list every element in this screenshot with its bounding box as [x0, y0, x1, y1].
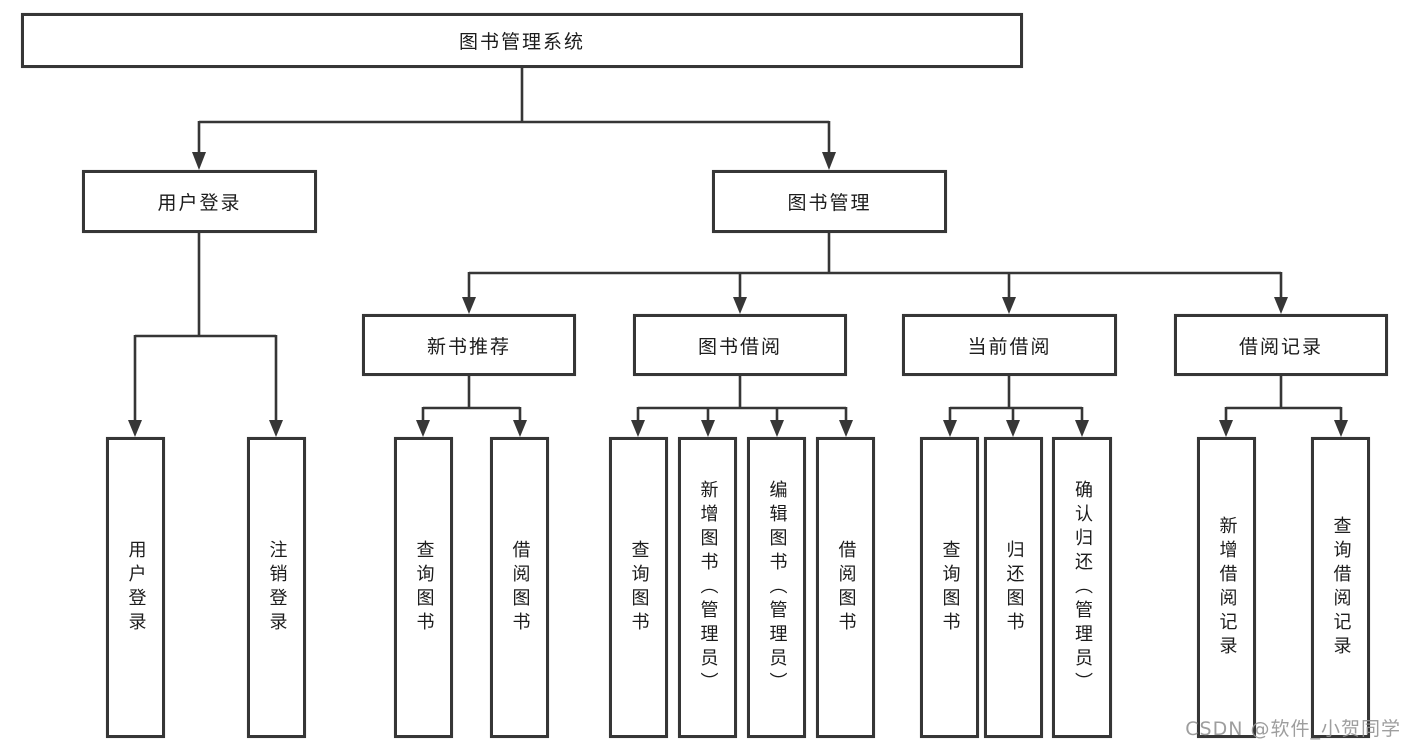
leaf-user-login-label: 用户登录 — [125, 539, 147, 636]
leaf-borrow-books-recommend: 借阅图书 — [490, 437, 549, 738]
leaf-query-books-recommend: 查询图书 — [394, 437, 453, 738]
node-book-management: 图书管理 — [712, 170, 947, 233]
leaf-query-borrow-record: 查询借阅记录 — [1311, 437, 1370, 738]
leaf-label: 新增图书（管理员） — [697, 479, 719, 696]
leaf-label: 确认归还（管理员） — [1072, 479, 1093, 696]
node-book-borrow-label: 图书借阅 — [697, 335, 782, 358]
leaf-label: 新增借阅记录 — [1216, 515, 1238, 660]
node-current-borrow-label: 当前借阅 — [967, 335, 1052, 358]
leaf-return-book: 归还图书 — [984, 437, 1043, 738]
root-node-library-system: 图书管理系统 — [21, 13, 1023, 68]
arrowheads — [128, 152, 1348, 437]
leaf-label: 查询图书 — [628, 539, 650, 636]
node-new-book-recommend-label: 新书推荐 — [426, 335, 511, 358]
leaf-label: 查询图书 — [939, 539, 961, 636]
root-node-label: 图书管理系统 — [458, 31, 585, 53]
leaf-confirm-return-admin: 确认归还（管理员） — [1052, 437, 1112, 738]
leaf-edit-book-admin: 编辑图书（管理员） — [747, 437, 806, 738]
leaf-borrow-books: 借阅图书 — [816, 437, 875, 738]
leaf-add-book-admin: 新增图书（管理员） — [678, 437, 737, 738]
leaf-label: 查询图书 — [413, 539, 435, 636]
leaf-label: 借阅图书 — [835, 539, 857, 636]
leaf-label: 查询借阅记录 — [1330, 515, 1352, 660]
node-user-login: 用户登录 — [82, 170, 317, 233]
node-current-borrow: 当前借阅 — [902, 314, 1117, 376]
node-book-management-label: 图书管理 — [787, 192, 872, 214]
leaf-label: 编辑图书（管理员） — [766, 479, 788, 696]
leaf-logout-label: 注销登录 — [266, 539, 288, 636]
leaf-add-borrow-record: 新增借阅记录 — [1197, 437, 1256, 738]
node-borrow-records: 借阅记录 — [1174, 314, 1388, 376]
node-user-login-label: 用户登录 — [157, 192, 242, 214]
node-new-book-recommend: 新书推荐 — [362, 314, 576, 376]
leaf-logout: 注销登录 — [247, 437, 306, 738]
leaf-label: 借阅图书 — [509, 539, 531, 636]
leaf-query-books-current: 查询图书 — [920, 437, 979, 738]
leaf-query-books-borrow: 查询图书 — [609, 437, 668, 738]
leaf-label: 归还图书 — [1003, 539, 1025, 636]
node-borrow-records-label: 借阅记录 — [1238, 335, 1323, 358]
leaf-user-login: 用户登录 — [106, 437, 165, 738]
node-book-borrow: 图书借阅 — [633, 314, 847, 376]
csdn-watermark: CSDN @软件_小贺同学 — [1185, 718, 1401, 740]
